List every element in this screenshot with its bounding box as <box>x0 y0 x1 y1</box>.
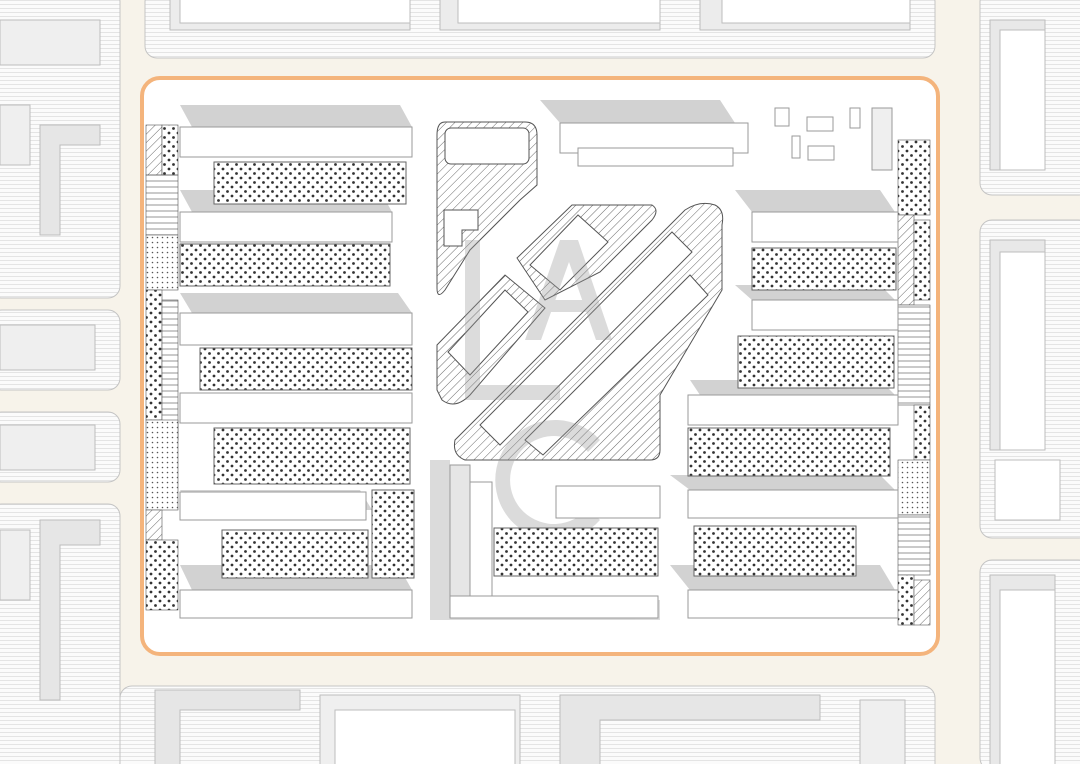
bottom-center-buildings <box>449 464 661 619</box>
residential-buildings-left <box>179 126 415 619</box>
landscape-strips <box>145 124 931 626</box>
central-plaza <box>436 121 724 461</box>
residential-buildings-right <box>687 211 899 619</box>
top-center-buildings <box>559 107 893 171</box>
